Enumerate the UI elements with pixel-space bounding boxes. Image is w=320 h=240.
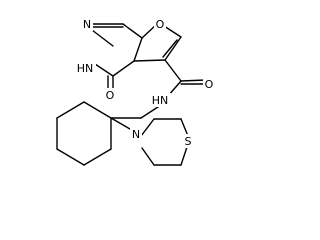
molecule-structure: N O HN O O HN N S [56,17,215,166]
atom-label-layer: N O HN O O HN N S [74,17,215,148]
bond [91,29,114,47]
atom-label-o-carbonyl-right: O [205,78,214,91]
bond [56,101,85,119]
bond [180,118,189,137]
bond [162,39,178,58]
atom-label-nh-ring: HN [77,62,94,75]
molecule-canvas: N O HN O O HN N S [56,17,215,166]
bond [164,36,182,61]
bond [141,147,155,166]
bond [56,148,85,166]
bond [180,79,207,82]
bond [110,117,131,130]
bond [94,63,114,77]
atom-label-n-top: N [83,18,91,31]
atom-label-o-ring: O [156,18,165,31]
atom-label-s-ring: S [185,135,192,148]
bond [122,23,143,39]
bond [163,25,182,38]
atom-label-nh-amide: HN [152,94,169,107]
bond [133,59,166,62]
atom-label-n-morpholine: N [132,128,140,141]
bond-layer [56,23,207,166]
atom-label-o-carbonyl-left: O [106,89,115,102]
bond [83,148,112,166]
bond [133,37,143,62]
bond [112,60,135,77]
bond [164,59,182,82]
bond [83,101,112,119]
bond [140,104,162,119]
